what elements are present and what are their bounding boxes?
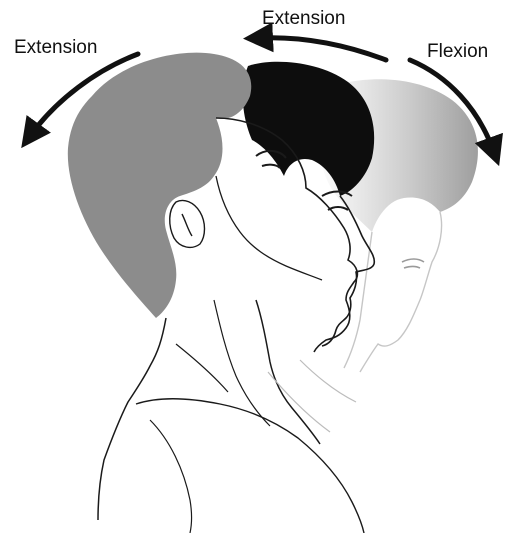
neck-front <box>256 300 320 444</box>
neck-and-shoulders <box>98 300 364 533</box>
shoulder-ghost <box>268 360 356 432</box>
extension-left-label: Extension <box>14 38 97 57</box>
flexion-label: Flexion <box>427 42 488 61</box>
neck-muscle <box>176 300 270 426</box>
neck-back <box>98 318 166 520</box>
flexed-eye <box>402 259 424 268</box>
extension-top-label: Extension <box>262 9 345 28</box>
shoulder-back <box>150 420 192 533</box>
flexed-face-outline <box>344 212 442 372</box>
extended-ear <box>170 200 205 247</box>
shoulder-line <box>136 399 364 533</box>
arrow-left-icon <box>258 38 386 60</box>
extended-hair <box>68 53 251 318</box>
extended-jaw <box>216 176 322 280</box>
